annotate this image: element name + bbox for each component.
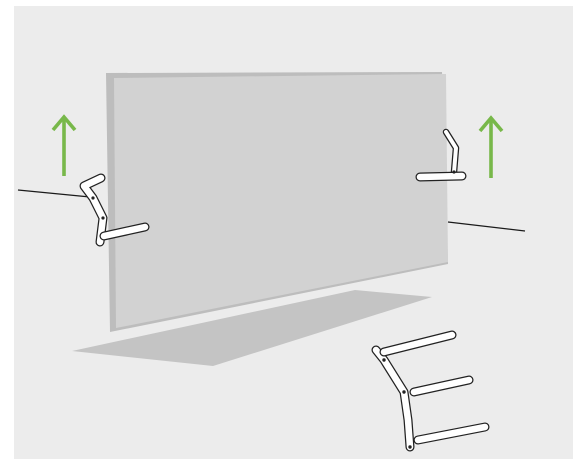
up-arrow-left-icon: [51, 114, 77, 176]
wall-line-right: [447, 221, 526, 232]
up-arrow-right-icon: [478, 115, 504, 178]
tv-panel: [106, 72, 448, 332]
wall-bracket-right: [415, 128, 467, 182]
loose-bracket: [371, 330, 490, 452]
floor-shadow: [72, 290, 432, 366]
wall-bracket-left: [79, 173, 150, 247]
wall-line-left: [17, 189, 91, 198]
